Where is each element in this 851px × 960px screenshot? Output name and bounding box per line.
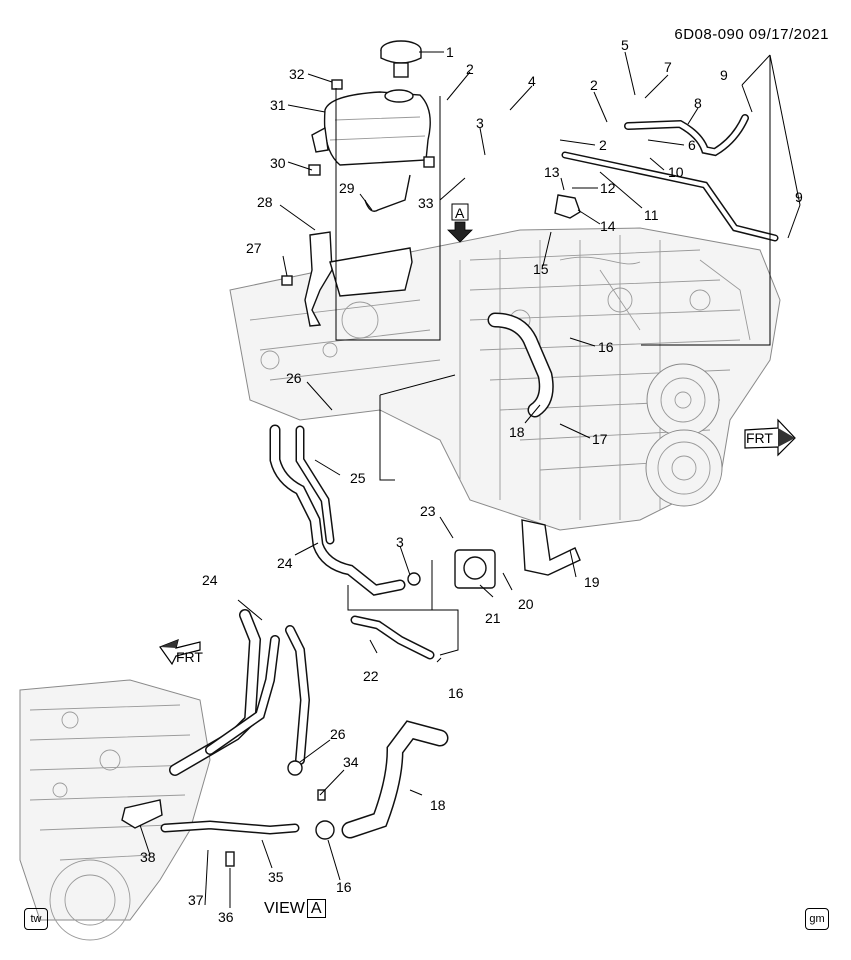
callout-32: 32 [289,66,305,82]
callout-16c: 16 [336,879,352,895]
diagram-header: 6D08-090 09/17/2021 [674,26,829,43]
callout-9a: 9 [720,67,728,83]
front-label-upper: FRT [746,430,773,446]
view-caption-letter: A [306,899,326,918]
callout-30: 30 [270,155,286,171]
view-a-marker-letter: A [455,205,465,221]
reservoir-bracket [304,231,413,327]
bypass-pipe-8-inner [625,115,748,155]
callout-27: 27 [246,240,262,256]
callout-37: 37 [188,892,204,908]
callout-5: 5 [621,37,629,53]
leader-lines [139,51,801,908]
callout-38: 38 [140,849,156,865]
callout-36: 36 [218,909,234,925]
nut-27 [281,275,293,286]
bracket-19 [521,519,581,576]
callout-4: 4 [528,73,536,89]
engine-illustration [229,227,781,531]
heater-hose-4-inner [456,96,609,138]
callout-29: 29 [339,180,355,196]
hose-22-inner [352,617,433,658]
coolant-pipe-11-inner [563,153,777,240]
callout-labels: 1 2 2 2 3 3 4 5 6 7 8 9 9 10 11 12 13 14… [140,37,803,925]
view-a-arrow-icon [447,221,473,243]
callout-24b: 24 [202,572,218,588]
callout-16b: 16 [448,685,464,701]
callout-14: 14 [600,218,616,234]
callout-18a: 18 [509,424,525,440]
callout-16a: 16 [598,339,614,355]
callout-24a: 24 [277,555,293,571]
front-label-lower: FRT [176,649,203,665]
diagram-date: 09/17/2021 [748,26,829,43]
callout-23: 23 [420,503,436,519]
corner-mark-left: tw [24,908,48,930]
callout-6: 6 [688,137,696,153]
callout-2a: 2 [466,61,474,77]
front-arrow-lower: FRT [159,639,203,666]
view-a-bolt-36 [225,851,235,867]
view-caption-text: VIEW [264,900,305,917]
corner-mark-right: gm [805,908,829,930]
callout-22: 22 [363,668,379,684]
thermostat-housing [454,549,496,589]
callout-8: 8 [694,95,702,111]
coolant-reservoir [311,89,435,168]
callout-19: 19 [584,574,600,590]
callout-25: 25 [350,470,366,486]
callout-15: 15 [533,261,549,277]
callout-18b: 18 [430,797,446,813]
callout-34: 34 [343,754,359,770]
view-a-engine-illustration [19,679,211,941]
bracket-nut [308,164,321,176]
callout-33: 33 [418,195,434,211]
callout-2c: 2 [599,137,607,153]
view-a-bolt-34 [317,789,326,801]
view-a-clamp-26 [287,760,303,776]
callout-9b: 9 [795,189,803,205]
callout-7: 7 [664,59,672,75]
reservoir-nut [331,79,343,90]
view-a-hose-18 [341,720,449,839]
surge-tank-hose-inner [444,120,530,201]
callout-26b: 26 [330,726,346,742]
callout-20: 20 [518,596,534,612]
front-arrow-upper-icon [744,418,796,457]
view-a-heater-tube-24 [169,609,311,776]
callout-35: 35 [268,869,284,885]
callout-3a: 3 [476,115,484,131]
callout-3b: 3 [396,534,404,550]
callout-17: 17 [592,431,608,447]
pipe-bracket [554,194,581,219]
callout-31: 31 [270,97,286,113]
view-a-marker: A [447,203,473,243]
clamp-3-lower [407,572,421,586]
callout-12: 12 [600,180,616,196]
radiator-cap [380,40,422,78]
callout-13: 13 [544,164,560,180]
overflow-hose [364,174,411,212]
radiator-inlet-hose-inner [489,314,553,416]
view-a-bracket-38 [121,799,163,829]
view-a-tube-35 [160,820,300,835]
diagram-code: 6D08-090 [674,26,745,43]
callout-28: 28 [257,194,273,210]
callout-10: 10 [668,164,684,180]
callout-1: 1 [446,44,454,60]
callout-21: 21 [485,610,501,626]
callout-11: 11 [644,207,659,223]
view-a-clamp-16 [315,820,335,840]
callout-26a: 26 [286,370,302,386]
front-arrow-upper: FRT [744,418,796,457]
callout-2b: 2 [590,77,598,93]
heater-tube-assembly-24 [269,424,406,596]
